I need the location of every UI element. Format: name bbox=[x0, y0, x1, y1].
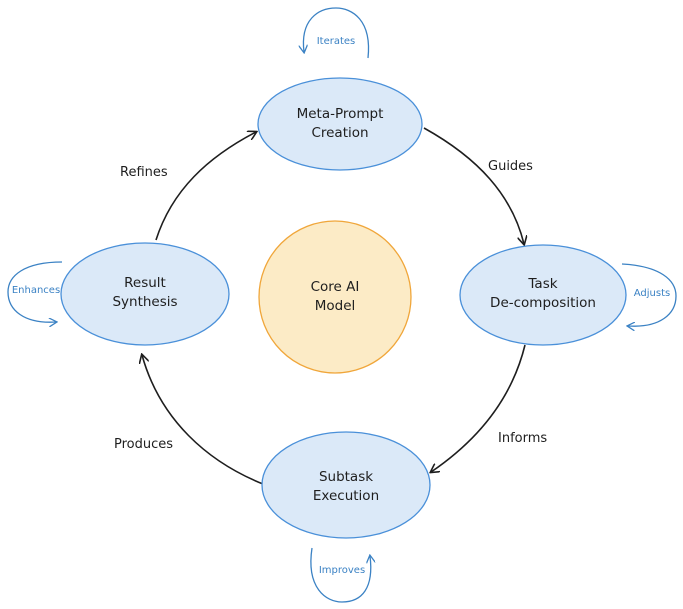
loop-label-improves: Improves bbox=[319, 565, 365, 576]
node-core-shape bbox=[258, 220, 412, 374]
node-subtask-shape bbox=[261, 431, 431, 539]
node-task-line1: Task bbox=[527, 276, 557, 292]
edge-informs-arrow bbox=[431, 344, 526, 472]
loop-label-enhances: Enhances bbox=[12, 285, 60, 296]
loop-label-adjusts: Adjusts bbox=[634, 288, 670, 299]
node-core-line1: Core AI bbox=[311, 279, 360, 295]
loop-improves-arrow bbox=[310, 547, 371, 603]
node-core-line2: Model bbox=[315, 298, 356, 314]
node-task-line2: De-composition bbox=[490, 295, 596, 311]
node-task-shape bbox=[459, 244, 627, 346]
node-core-ai-model: Core AI Model bbox=[258, 220, 412, 374]
node-meta-prompt-creation: Meta-Prompt Creation bbox=[257, 77, 423, 171]
node-meta-shape bbox=[257, 77, 423, 171]
node-task-decomposition: Task De-composition bbox=[459, 244, 627, 346]
node-subtask-line2: Execution bbox=[313, 488, 379, 504]
node-subtask-line1: Subtask bbox=[319, 469, 373, 485]
node-result-synthesis: Result Synthesis bbox=[60, 242, 230, 346]
node-result-line1: Result bbox=[124, 275, 166, 291]
loop-enhances-arrow bbox=[7, 261, 63, 322]
edge-produces-arrow bbox=[142, 355, 264, 485]
node-subtask-execution: Subtask Execution bbox=[261, 431, 431, 539]
edge-label-refines: Refines bbox=[120, 165, 168, 180]
loop-iterates-arrow bbox=[303, 7, 370, 59]
edge-label-guides: Guides bbox=[488, 159, 533, 174]
loop-adjusts-arrow bbox=[621, 263, 677, 326]
edge-label-informs: Informs bbox=[498, 431, 547, 446]
node-result-shape bbox=[60, 242, 230, 346]
node-meta-line2: Creation bbox=[311, 125, 368, 141]
node-result-line2: Synthesis bbox=[112, 294, 177, 310]
edge-label-produces: Produces bbox=[114, 437, 173, 452]
node-meta-line1: Meta-Prompt bbox=[297, 106, 384, 122]
edge-refines-arrow bbox=[155, 132, 256, 241]
loop-label-iterates: Iterates bbox=[317, 36, 356, 47]
edge-guides-arrow bbox=[423, 127, 524, 244]
